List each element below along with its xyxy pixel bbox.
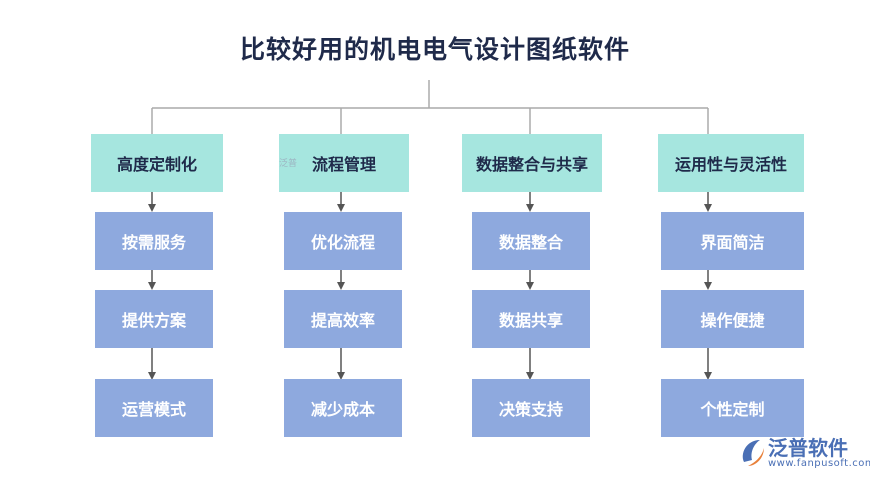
- logo-url: www.fanpusoft.com: [768, 458, 870, 469]
- item-box-2-2: 提高效率: [284, 290, 402, 348]
- item-box-4-2: 操作便捷: [661, 290, 804, 348]
- item-box-1-3: 运营模式: [95, 379, 213, 437]
- item-box-3-3: 决策支持: [472, 379, 590, 437]
- item-box-4-1: 界面简洁: [661, 212, 804, 270]
- item-box-1-2: 提供方案: [95, 290, 213, 348]
- item-box-3-1: 数据整合: [472, 212, 590, 270]
- item-box-3-2: 数据共享: [472, 290, 590, 348]
- category-box-1: 高度定制化: [91, 134, 223, 192]
- fanpu-logo-icon: [742, 440, 764, 466]
- category-box-4: 运用性与灵活性: [658, 134, 804, 192]
- item-box-2-1: 优化流程: [284, 212, 402, 270]
- category-box-2: 流程管理: [279, 134, 409, 192]
- logo-name: 泛普软件: [768, 436, 848, 460]
- item-box-2-3: 减少成本: [284, 379, 402, 437]
- diagram-title: 比较好用的机电电气设计图纸软件: [239, 35, 630, 64]
- watermark-text: 泛普: [279, 159, 298, 169]
- item-box-1-1: 按需服务: [95, 212, 213, 270]
- item-box-4-3: 个性定制: [661, 379, 804, 437]
- category-box-3: 数据整合与共享: [462, 134, 602, 192]
